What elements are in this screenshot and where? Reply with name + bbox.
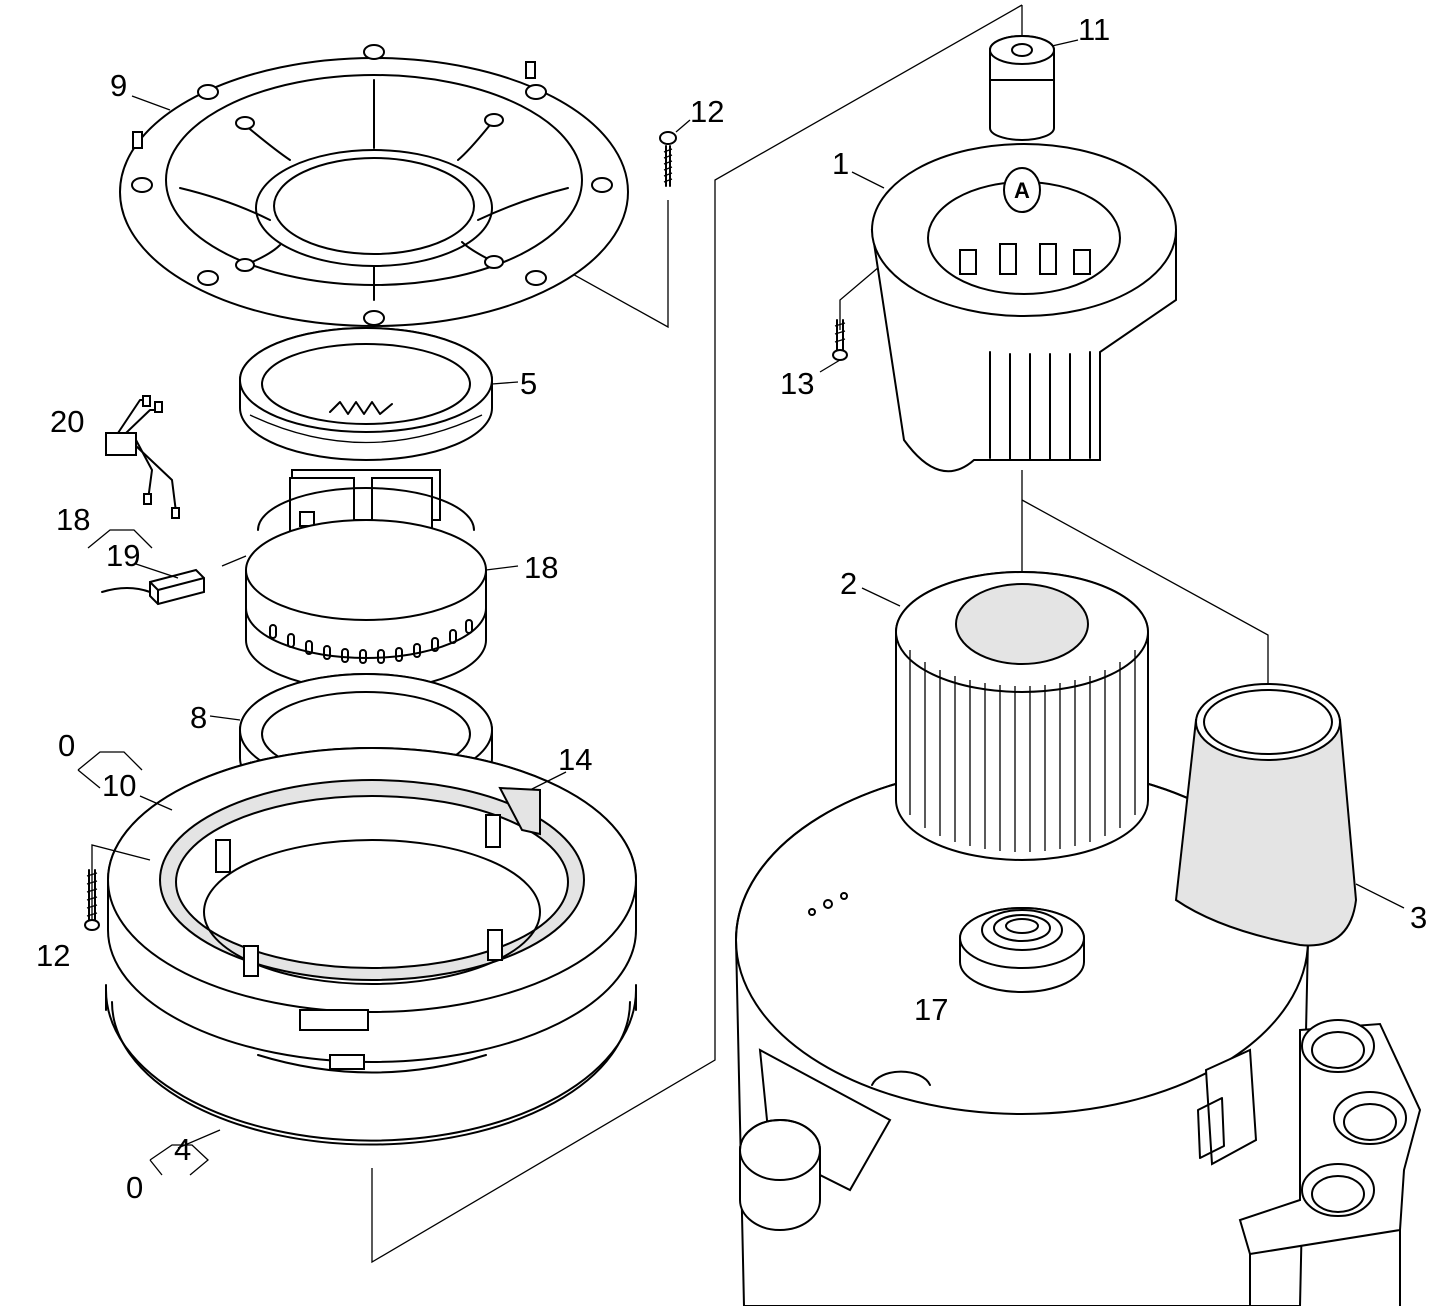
label-14: 14 <box>558 742 592 777</box>
part-12-screw-lower <box>84 844 151 931</box>
housing-vent-slots <box>269 619 473 664</box>
part-18-motor-housing <box>245 487 487 691</box>
part-5-motor-ring <box>239 327 493 461</box>
label-1: 1 <box>832 146 849 181</box>
label-20: 20 <box>50 404 84 439</box>
leader-lines <box>131 39 1405 1149</box>
label-3: 3 <box>1410 900 1427 935</box>
accessory-holder <box>1238 1019 1422 1306</box>
part-14-gasket <box>498 786 541 836</box>
label-19: 19 <box>106 538 140 573</box>
label-8: 8 <box>190 700 207 735</box>
part-9-top-flange <box>119 44 629 327</box>
label-0-upper: 0 <box>58 728 75 763</box>
label-brackets <box>77 529 209 1176</box>
part-13-screw <box>832 319 848 361</box>
label-12-top: 12 <box>690 94 724 129</box>
part-10-lower-housing <box>107 747 637 1074</box>
part-17-float-valve <box>959 907 1085 993</box>
label-10: 10 <box>102 768 136 803</box>
flange-bolt-bosses <box>131 44 613 326</box>
label-11: 11 <box>1078 12 1110 47</box>
part-labels: 9 12 20 5 18 19 18 8 0 10 14 12 4 0 11 1… <box>36 12 1427 1205</box>
label-0-lower: 0 <box>126 1170 143 1205</box>
part-20-connector <box>105 395 180 519</box>
mark-a: A <box>1014 178 1030 203</box>
filter-pleats <box>909 650 1136 852</box>
label-9: 9 <box>110 68 127 103</box>
basket-fins <box>959 243 1091 275</box>
part-3-filter-bag <box>1174 683 1358 947</box>
label-18-right: 18 <box>524 550 558 585</box>
part-1-filter-basket: A <box>870 143 1177 473</box>
part-19-carbon-brush <box>101 563 205 606</box>
label-17: 17 <box>914 992 948 1027</box>
label-2: 2 <box>840 566 857 601</box>
label-4: 4 <box>174 1132 191 1167</box>
housing-posts <box>215 814 503 977</box>
label-12-lower: 12 <box>36 938 70 973</box>
basket-ribs <box>989 351 1091 461</box>
label-5: 5 <box>520 366 537 401</box>
label-13: 13 <box>780 366 814 401</box>
part-2-cartridge-filter <box>895 571 1149 861</box>
label-18-left: 18 <box>56 502 90 537</box>
part-4-bottom-ring <box>105 984 637 1146</box>
part-12-screw-top <box>659 131 677 187</box>
part-11-cap <box>989 35 1055 141</box>
